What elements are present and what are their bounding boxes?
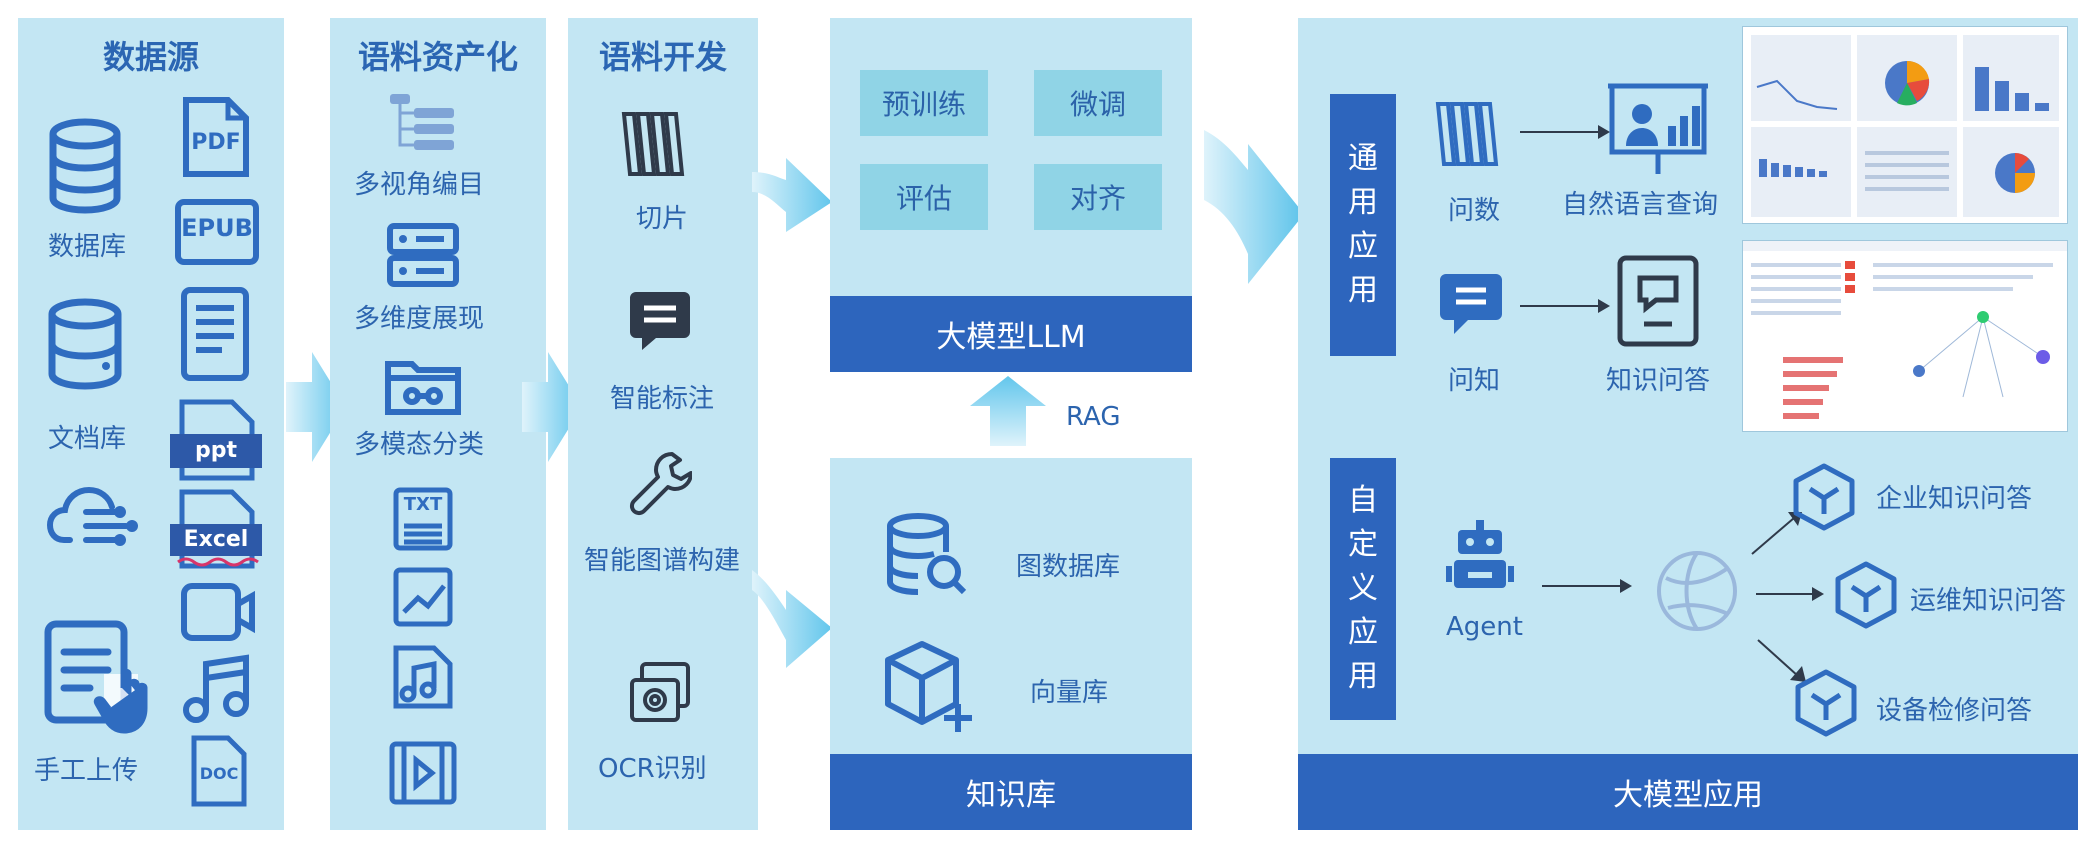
llm-tile-align: 对齐 xyxy=(1034,164,1162,230)
chart-file-icon xyxy=(392,566,454,628)
source-item-manual-upload: 手工上传 xyxy=(34,756,139,786)
ops-qa-cube-icon xyxy=(1834,560,1898,630)
general-item-ask-data: 问数 xyxy=(1448,196,1501,226)
dev-item-annotation: 智能标注 xyxy=(610,384,715,414)
llm-tile-pretrain: 预训练 xyxy=(860,70,988,136)
assetization-title: 语料资产化 xyxy=(357,38,518,76)
flow-arrow-to-knowledge xyxy=(752,570,832,680)
llm-tile-evaluate: 评估 xyxy=(860,164,988,230)
assetization-panel: 语料资产化 xyxy=(330,18,546,830)
general-apps-tab: 通用应用 xyxy=(1330,94,1396,356)
pdf-badge: PDF xyxy=(191,130,241,155)
source-item-document-library: 文档库 xyxy=(48,424,127,454)
ask-knowledge-chat-icon xyxy=(1438,270,1504,338)
ebook-icon xyxy=(180,286,250,382)
doc-badge: DOC xyxy=(199,764,239,783)
knowledge-bar: 知识库 xyxy=(830,754,1192,830)
agent-target-ops: 运维知识问答 xyxy=(1910,586,2067,616)
arrow-agent xyxy=(1542,579,1632,593)
knowledge-item-graphdb: 图数据库 xyxy=(1016,552,1121,582)
asset-item-multidim: 多维度展现 xyxy=(354,304,485,334)
data-query-slices-icon xyxy=(1434,98,1510,172)
arrow-to-maintenance-qa xyxy=(1757,639,1806,682)
general-item-knowledge-qa: 知识问答 xyxy=(1606,366,1711,396)
epub-badge: EPUB xyxy=(181,214,253,242)
agent-label: Agent xyxy=(1446,612,1523,642)
audio-file-icon xyxy=(392,644,454,710)
arrow-ask-data xyxy=(1520,125,1610,139)
txt-file-icon: TXT xyxy=(392,486,454,552)
enterprise-qa-cube-icon xyxy=(1792,462,1856,532)
flow-arrow-to-apps xyxy=(1204,120,1304,300)
flow-arrow-to-llm xyxy=(752,132,832,232)
source-item-database: 数据库 xyxy=(48,232,127,262)
general-item-nl-query: 自然语言查询 xyxy=(1562,190,1719,220)
arrow-to-ops-qa xyxy=(1756,587,1824,601)
rag-label: RAG xyxy=(1066,402,1121,432)
video-file-icon xyxy=(180,582,256,642)
ocr-camera-icon xyxy=(628,660,694,726)
development-title: 语料开发 xyxy=(598,38,727,76)
globe-hub-icon xyxy=(1654,548,1740,634)
robot-agent-icon xyxy=(1446,520,1514,590)
catalog-tree-icon xyxy=(386,90,458,156)
server-rack-icon xyxy=(386,222,460,288)
txt-badge: TXT xyxy=(403,494,443,515)
graph-database-icon xyxy=(884,512,968,598)
dashboard-screenshot-1 xyxy=(1742,26,2068,224)
database-icon xyxy=(48,118,122,214)
dashboard-screenshot-2 xyxy=(1742,240,2068,432)
epub-file-icon: EPUB xyxy=(172,196,262,268)
rag-up-arrow xyxy=(970,376,1046,446)
video-clip-icon xyxy=(388,740,458,806)
knowledge-qa-icon xyxy=(1616,254,1700,348)
slices-icon xyxy=(620,108,696,182)
maintenance-qa-cube-icon xyxy=(1794,668,1858,738)
music-file-icon xyxy=(182,654,252,724)
flow-arrow-2 xyxy=(522,352,582,462)
vector-cube-icon xyxy=(882,640,976,736)
apps-bar: 大模型应用 xyxy=(1298,754,2078,830)
llm-bar: 大模型LLM xyxy=(830,296,1192,372)
agent-target-enterprise: 企业知识问答 xyxy=(1876,484,2033,514)
dev-item-ocr: OCR识别 xyxy=(598,754,707,784)
presentation-analytics-icon xyxy=(1608,82,1708,178)
flow-arrow-1 xyxy=(286,352,346,462)
folder-link-icon xyxy=(384,356,462,416)
custom-apps-tab-label: 自定义应用 xyxy=(1348,483,1378,694)
chat-annotation-icon xyxy=(628,288,692,354)
document-library-icon xyxy=(46,298,124,392)
general-item-ask-knowledge: 问知 xyxy=(1448,366,1501,396)
dev-item-graph-build: 智能图谱构建 xyxy=(584,546,741,576)
knowledge-item-vector: 向量库 xyxy=(1030,678,1109,708)
sources-panel: 数据源 xyxy=(18,18,284,830)
wrench-icon xyxy=(628,450,692,518)
arrow-ask-knowledge xyxy=(1520,299,1610,313)
agent-target-maintenance: 设备检修问答 xyxy=(1876,696,2033,726)
asset-item-multimodal: 多模态分类 xyxy=(354,430,485,460)
dev-item-slicing: 切片 xyxy=(636,204,689,234)
llm-tile-finetune: 微调 xyxy=(1034,70,1162,136)
doc-file-icon: DOC xyxy=(188,734,250,808)
custom-apps-tab: 自定义应用 xyxy=(1330,458,1396,720)
manual-upload-icon xyxy=(42,618,158,738)
excel-badge: Excel xyxy=(170,524,262,556)
general-apps-tab-label: 通用应用 xyxy=(1348,141,1378,308)
ppt-file-icon: ppt xyxy=(170,398,266,482)
asset-item-catalog: 多视角编目 xyxy=(354,170,485,200)
excel-file-icon: Excel xyxy=(170,488,266,570)
cloud-network-icon xyxy=(46,484,142,550)
sources-title: 数据源 xyxy=(102,38,199,76)
ppt-badge: ppt xyxy=(170,434,262,468)
pdf-file-icon: PDF xyxy=(182,96,250,178)
